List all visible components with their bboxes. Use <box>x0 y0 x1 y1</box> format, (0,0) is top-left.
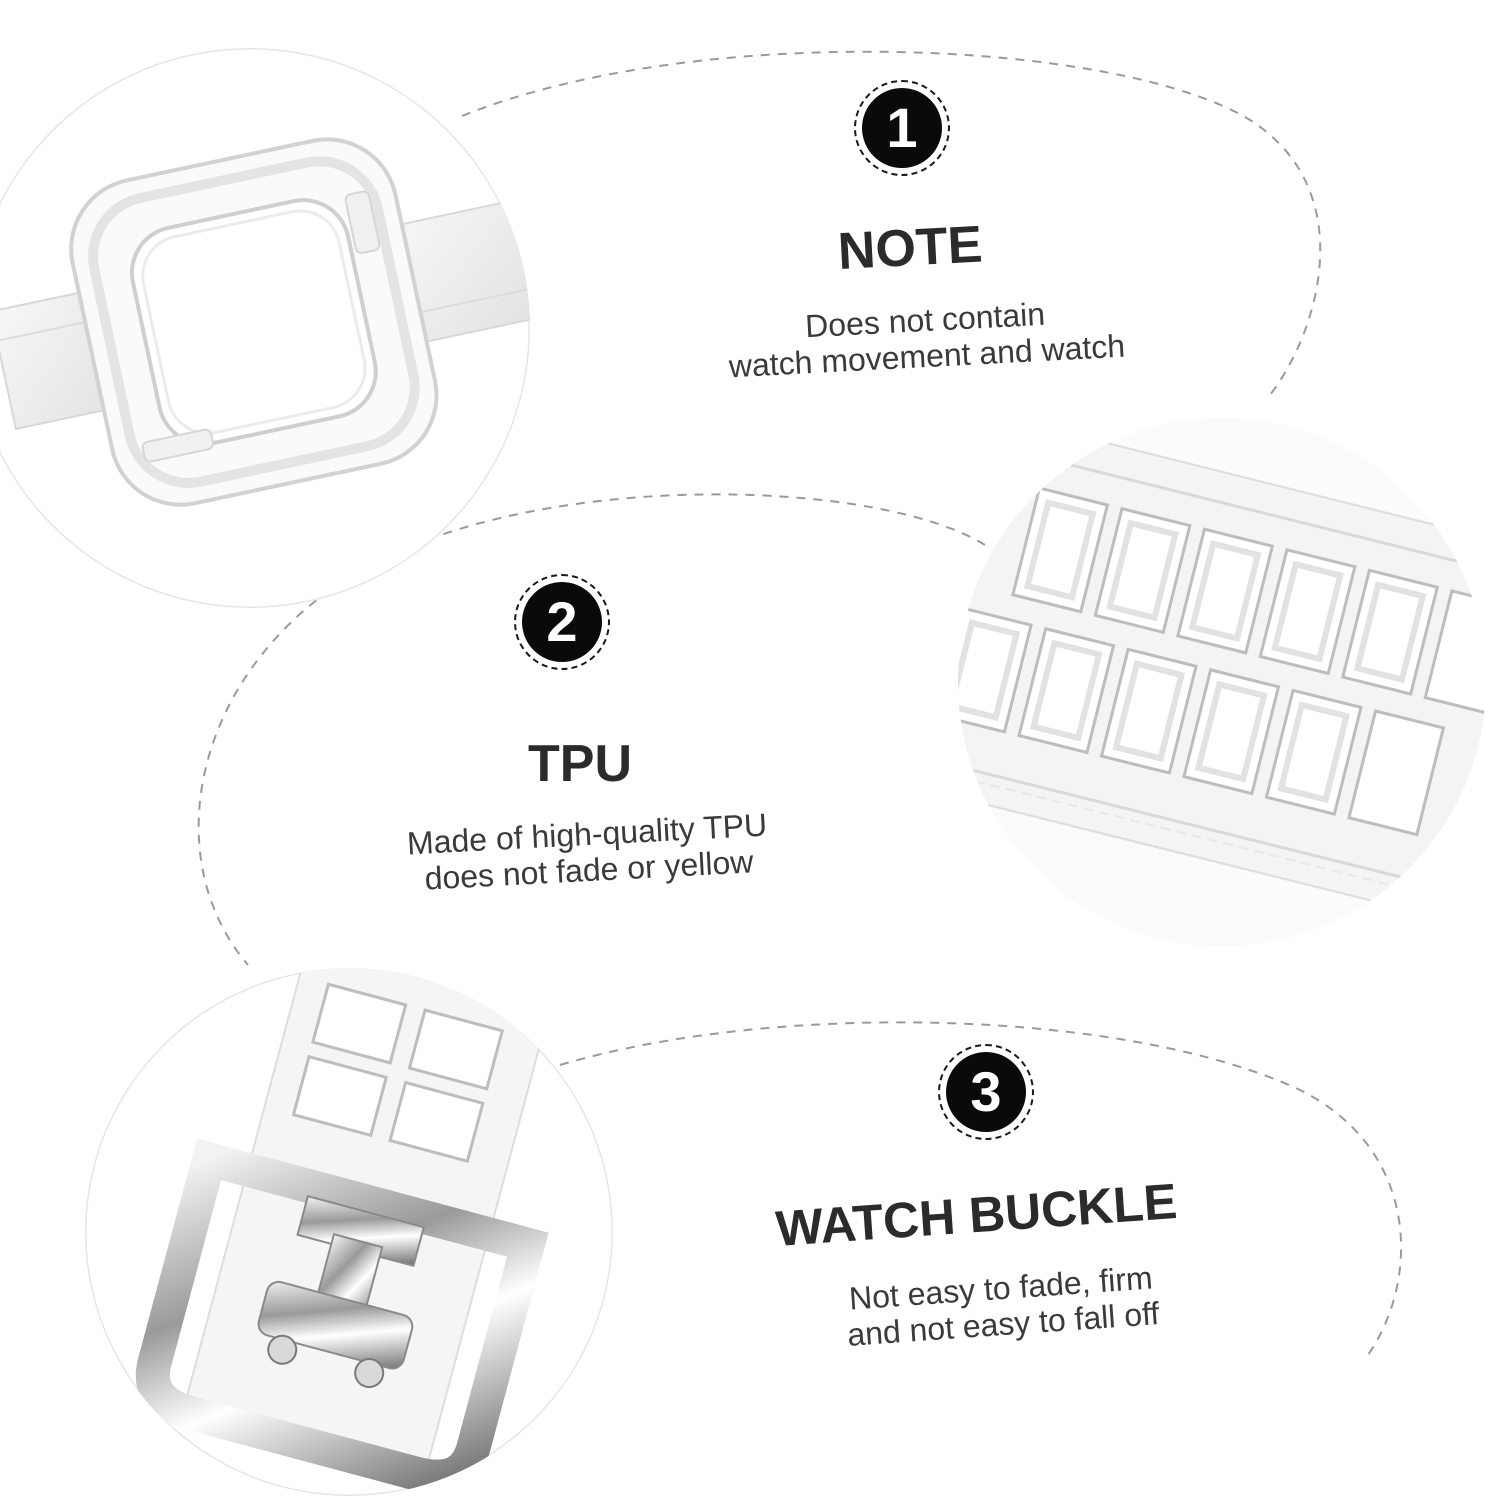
clear-watch-case-photo <box>0 48 530 608</box>
step-2-number: 2 <box>522 582 602 662</box>
clear-strap-texture-photo <box>958 418 1486 946</box>
step-3-number: 3 <box>946 1052 1026 1132</box>
tpu-heading: TPU <box>528 735 632 793</box>
step-1-number: 1 <box>862 88 942 168</box>
step-1-badge: 1 <box>854 80 950 176</box>
steel-buckle-photo <box>85 968 613 1496</box>
note-heading: NOTE <box>836 215 984 281</box>
step-2-badge: 2 <box>514 574 610 670</box>
step-3-badge: 3 <box>938 1044 1034 1140</box>
